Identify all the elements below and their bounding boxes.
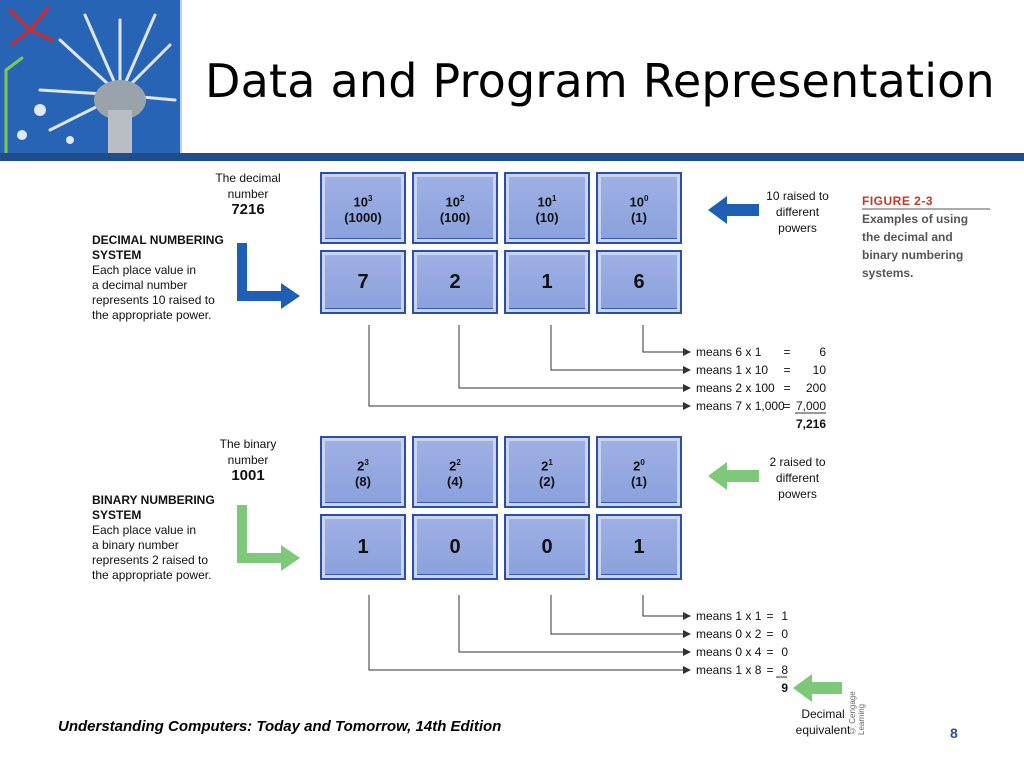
decimal-means-list: means 6 x 1=6 means 1 x 10=10 means 2 x … bbox=[696, 343, 826, 433]
decimal-number-label: The decimal number 7216 bbox=[205, 170, 291, 218]
header-divider bbox=[180, 0, 182, 155]
means-row: means 6 x 1=6 bbox=[696, 345, 826, 359]
means-row: means 1 x 1=1 bbox=[696, 609, 788, 623]
means-row: means 0 x 2=0 bbox=[696, 627, 788, 641]
means-row: means 1 x 8=8 bbox=[696, 663, 788, 677]
slide-title: Data and Program Representation bbox=[205, 54, 995, 108]
connector-decimal-thousands bbox=[368, 325, 691, 410]
binary-l-arrow bbox=[237, 505, 300, 571]
binary-powers-label: 2 raised to different powers bbox=[769, 455, 826, 501]
binary-place-tile: 21 (2) bbox=[504, 436, 590, 508]
decimal-digit-tile: 6 bbox=[596, 250, 682, 314]
decimal-equivalent-label: Decimal equivalent bbox=[795, 707, 851, 737]
decimal-number: 7216 bbox=[231, 201, 265, 218]
decimal-place-tile: 101 (10) bbox=[504, 172, 590, 244]
binary-place-tile: 20 (1) bbox=[596, 436, 682, 508]
decimal-digit-tile: 1 bbox=[504, 250, 590, 314]
binary-total: 9 bbox=[781, 681, 788, 695]
connector-binary-ones bbox=[642, 595, 691, 620]
binary-number: 1001 bbox=[231, 467, 265, 484]
connector-decimal-hundreds bbox=[458, 325, 691, 392]
connector-binary-twos bbox=[550, 595, 691, 638]
dandelion-logo bbox=[0, 0, 180, 155]
decimal-place-tile: 103 (1000) bbox=[320, 172, 406, 244]
copyright-notice: © Cengage Learning bbox=[848, 691, 866, 735]
figure-caption: FIGURE 2-3 Examples of using the decimal… bbox=[862, 194, 992, 282]
equivalent-left-arrow bbox=[793, 674, 842, 702]
binary-digit-tile: 0 bbox=[504, 514, 590, 580]
means-row: means 0 x 4=0 bbox=[696, 645, 788, 659]
binary-number-label: The binary number 1001 bbox=[205, 436, 291, 484]
connector-binary-fours bbox=[458, 595, 691, 656]
binary-place-tile: 22 (4) bbox=[412, 436, 498, 508]
page-number: 8 bbox=[950, 725, 958, 741]
binary-means-list: means 1 x 1=1 means 0 x 2=0 means 0 x 4=… bbox=[696, 607, 788, 697]
decimal-place-tile: 100 (1) bbox=[596, 172, 682, 244]
binary-left-arrow bbox=[708, 462, 759, 490]
binary-digit-tile: 0 bbox=[412, 514, 498, 580]
means-row: means 7 x 1,000=7,000 bbox=[696, 399, 826, 413]
decimal-place-grid: 103 (1000) 102 (100) 101 (10) 100 (1) 7 … bbox=[320, 172, 682, 314]
binary-digit-tile: 1 bbox=[320, 514, 406, 580]
decimal-digit-tile: 2 bbox=[412, 250, 498, 314]
decimal-digit-tile: 7 bbox=[320, 250, 406, 314]
binary-digit-tile: 1 bbox=[596, 514, 682, 580]
decimal-left-arrow bbox=[708, 196, 759, 224]
decimal-l-arrow bbox=[237, 243, 300, 309]
decimal-total: 7,216 bbox=[795, 417, 826, 431]
decimal-powers-label: 10 raised to different powers bbox=[766, 189, 829, 235]
connector-decimal-ones bbox=[642, 325, 691, 356]
means-row: means 2 x 100=200 bbox=[696, 381, 826, 395]
means-row: means 1 x 10=10 bbox=[696, 363, 826, 377]
binary-place-tile: 23 (8) bbox=[320, 436, 406, 508]
decimal-place-tile: 102 (100) bbox=[412, 172, 498, 244]
footer-text: Understanding Computers: Today and Tomor… bbox=[58, 718, 502, 735]
title-rule bbox=[0, 153, 1024, 161]
connector-decimal-tens bbox=[550, 325, 691, 374]
connector-binary-eights bbox=[368, 595, 691, 674]
binary-place-grid: 23 (8) 22 (4) 21 (2) 20 (1) 1 0 0 1 bbox=[320, 436, 682, 580]
decimal-description: DECIMAL NUMBERING SYSTEM Each place valu… bbox=[92, 233, 224, 322]
figure-label: FIGURE 2-3 bbox=[862, 194, 934, 208]
binary-description: BINARY NUMBERING SYSTEM Each place value… bbox=[92, 493, 215, 582]
